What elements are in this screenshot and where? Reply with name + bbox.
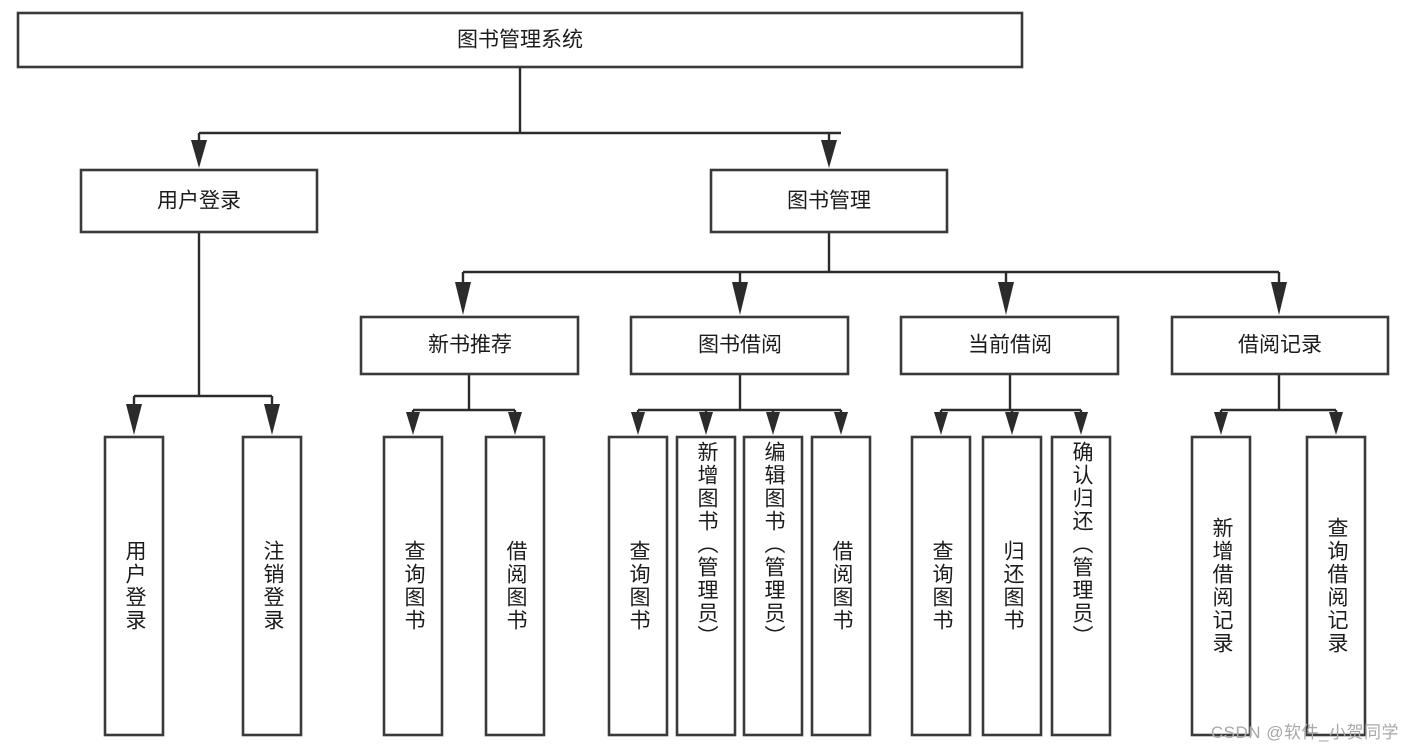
edges-currentborrow-to-leaves xyxy=(934,374,1088,435)
edges-bookmanage-to-level3 xyxy=(455,232,1287,315)
arrow-head-icon xyxy=(126,404,142,435)
edges-root-to-level2 xyxy=(191,67,841,168)
node-borrow-record[interactable]: 借阅记录 xyxy=(1170,315,1390,376)
arrow-head-icon xyxy=(508,412,522,435)
node-borrow-record-box[interactable] xyxy=(1170,315,1390,376)
node-current-borrow-label: 当前借阅 xyxy=(968,334,1052,357)
edges-userlogin-to-leaves xyxy=(126,232,280,435)
node-book-manage-label: 图书管理 xyxy=(787,190,871,213)
arrow-head-icon xyxy=(264,404,280,435)
node-current-borrow-box[interactable] xyxy=(899,315,1120,376)
arrow-head-icon xyxy=(191,140,207,168)
leaf-query-book-1-box[interactable] xyxy=(382,435,444,737)
leaf-query-record-box[interactable] xyxy=(1305,435,1367,737)
node-book-borrow-label: 图书借阅 xyxy=(698,334,782,357)
leaf-borrow-book-2-box[interactable] xyxy=(810,435,872,737)
edges-borrowrecord-to-leaves xyxy=(1214,374,1343,435)
node-current-borrow[interactable]: 当前借阅 xyxy=(899,315,1120,376)
node-book-borrow-box[interactable] xyxy=(629,315,850,376)
arrow-head-icon xyxy=(631,412,645,435)
node-new-book-rec[interactable]: 新书推荐 xyxy=(359,315,580,376)
leaf-edit-book-box[interactable] xyxy=(742,435,804,737)
leaf-add-record-box[interactable] xyxy=(1190,435,1252,737)
arrow-head-icon xyxy=(934,412,948,435)
edges-newbookrec-to-leaves xyxy=(406,374,522,435)
csdn-watermark: CSDN @软件_小贺同学 xyxy=(1210,723,1399,742)
arrow-head-icon xyxy=(1271,282,1287,315)
arrow-head-icon xyxy=(1214,412,1228,435)
leaf-boxes xyxy=(103,435,1367,737)
node-user-login-box[interactable] xyxy=(79,168,319,234)
node-new-book-rec-box[interactable] xyxy=(359,315,580,376)
leaf-user-login-box[interactable] xyxy=(103,435,165,737)
leaf-query-book-3-box[interactable] xyxy=(910,435,972,737)
arrow-head-icon xyxy=(1074,412,1088,435)
edges-bookborrow-to-leaves xyxy=(631,374,848,435)
arrow-head-icon xyxy=(406,412,420,435)
node-root-box[interactable] xyxy=(16,11,1024,69)
node-book-borrow[interactable]: 图书借阅 xyxy=(629,315,850,376)
arrow-head-icon xyxy=(834,412,848,435)
node-user-login-label: 用户登录 xyxy=(157,190,241,213)
node-root[interactable]: 图书管理系统 xyxy=(16,11,1024,69)
node-book-manage[interactable]: 图书管理 xyxy=(709,168,949,234)
arrow-head-icon xyxy=(699,412,713,435)
arrow-head-icon xyxy=(455,282,471,315)
node-user-login[interactable]: 用户登录 xyxy=(79,168,319,234)
arrow-head-icon xyxy=(1005,412,1019,435)
node-new-book-rec-label: 新书推荐 xyxy=(428,334,512,357)
arrow-head-icon xyxy=(1329,412,1343,435)
arrow-head-icon xyxy=(732,282,748,315)
leaf-logout-box[interactable] xyxy=(241,435,303,737)
arrow-head-icon xyxy=(821,140,837,168)
arrow-head-icon xyxy=(998,282,1014,315)
leaf-query-book-2-box[interactable] xyxy=(607,435,669,737)
leaf-confirm-return-box[interactable] xyxy=(1050,435,1112,737)
arrow-head-icon xyxy=(766,412,780,435)
leaf-add-book-box[interactable] xyxy=(675,435,737,737)
node-root-label: 图书管理系统 xyxy=(457,29,583,52)
leaf-return-book-box[interactable] xyxy=(981,435,1043,737)
leaf-borrow-book-1-box[interactable] xyxy=(484,435,546,737)
node-book-manage-box[interactable] xyxy=(709,168,949,234)
node-borrow-record-label: 借阅记录 xyxy=(1238,334,1322,357)
